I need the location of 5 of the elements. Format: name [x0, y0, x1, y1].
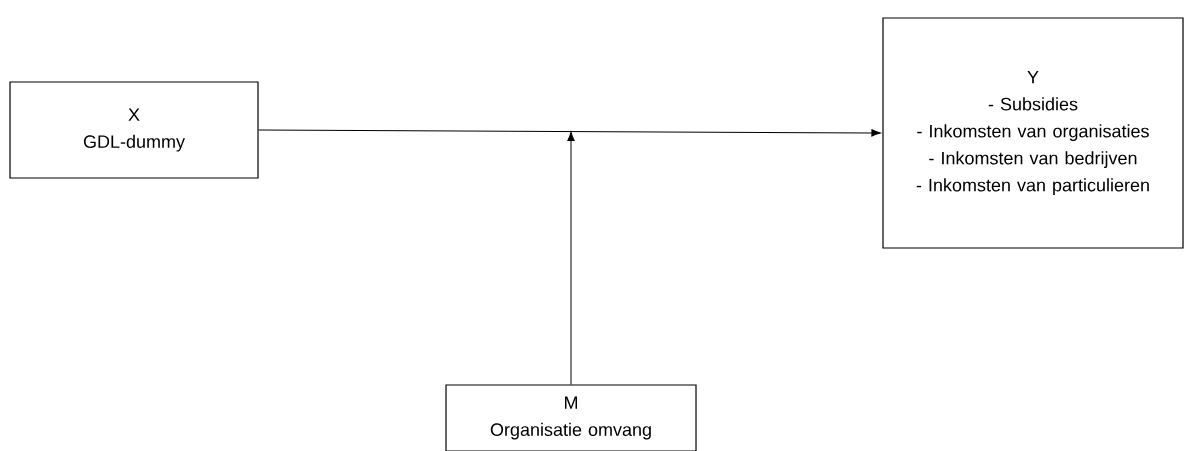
arrow — [567, 131, 575, 385]
arrow — [258, 129, 881, 137]
box: Y - Subsidies - Inkomsten van organisaties - Inkomsten van bedrijven - Inkomsten van particulieren — [882, 17, 1184, 249]
box: X GDL-dummy — [9, 81, 259, 179]
box: M Organisatie omvang — [445, 384, 697, 451]
